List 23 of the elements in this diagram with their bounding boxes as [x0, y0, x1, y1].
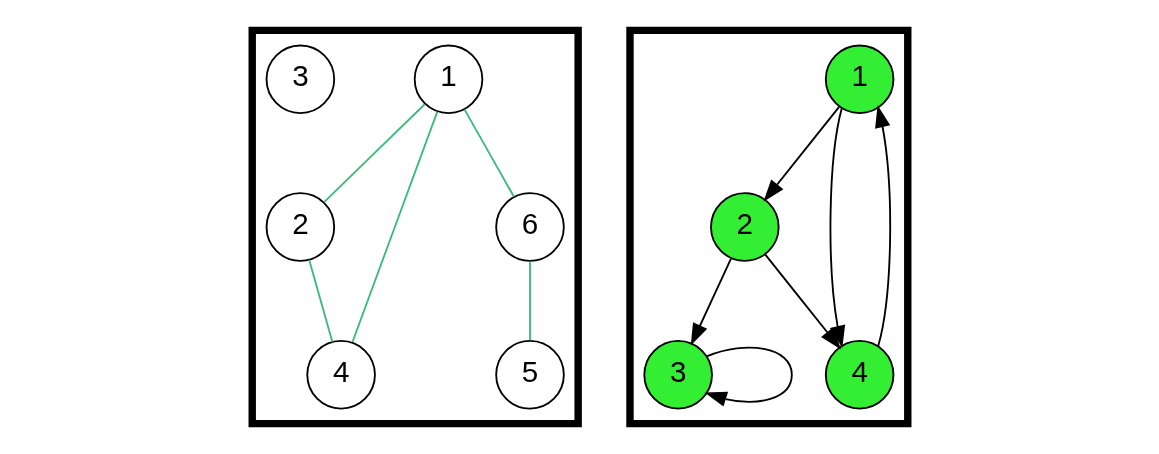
arrow: [704, 346, 793, 407]
node-circle: 6: [494, 192, 565, 262]
connector: [322, 103, 426, 203]
node-circle: 2: [265, 192, 335, 262]
connector: [528, 260, 531, 342]
node-circle: 4: [824, 339, 894, 410]
node-circle: 3: [265, 44, 335, 115]
arrow: [763, 253, 841, 350]
arrow: [762, 105, 840, 202]
node-circle: 4: [305, 339, 376, 410]
arrow: [829, 107, 845, 349]
node-circle: 1: [824, 44, 894, 115]
arrow: [874, 105, 891, 347]
arrow: [690, 257, 732, 346]
connector: [307, 259, 333, 343]
cluster: [625, 26, 911, 428]
connector: [351, 110, 438, 343]
node-circle: 5: [494, 339, 565, 410]
node-circle: 1: [413, 44, 483, 115]
node-circle: 3: [642, 339, 713, 410]
node-circle: 2: [709, 192, 780, 262]
cluster: [248, 26, 582, 428]
connector: [463, 108, 515, 198]
